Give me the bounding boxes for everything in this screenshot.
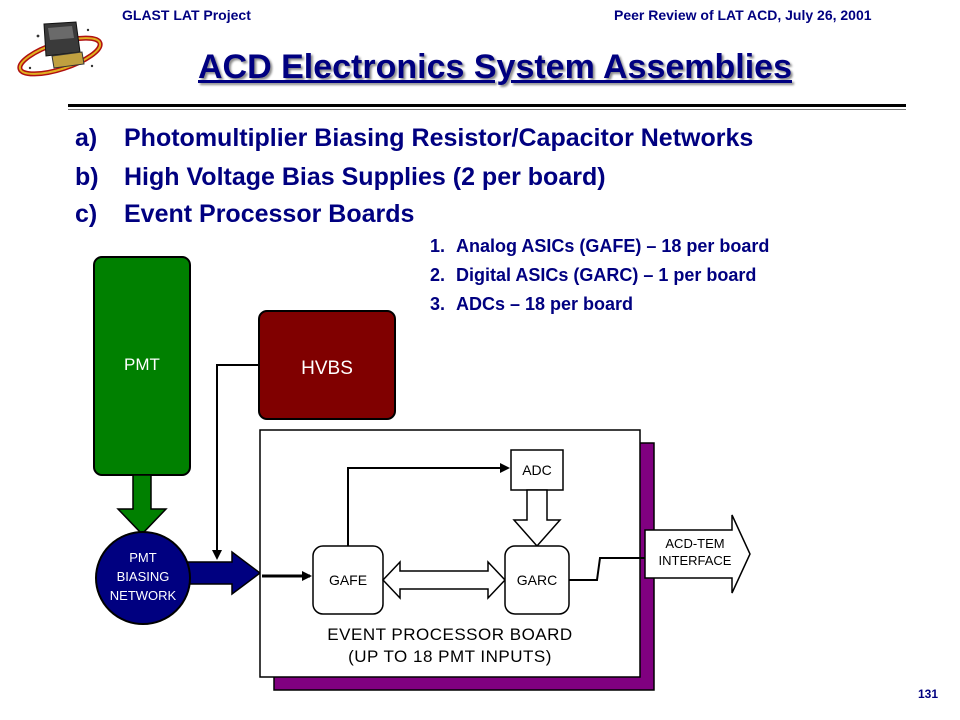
- page-number: 131: [918, 687, 939, 701]
- sub-item-text: Analog ASICs (GAFE) – 18 per board: [456, 236, 770, 256]
- sub-item-label: 1.: [430, 236, 446, 256]
- adc-label: ADC: [522, 462, 552, 478]
- list-item-text: High Voltage Bias Supplies (2 per board): [124, 163, 606, 191]
- sub-item-2: 2. Digital ASICs (GARC) – 1 per board: [430, 265, 756, 286]
- title-rule: [68, 104, 906, 107]
- biasing-board-arrow: [179, 550, 262, 596]
- list-item-c: c) Event Processor Boards: [75, 200, 414, 229]
- slide-title: ACD Electronics System Assemblies: [198, 48, 792, 86]
- pmt-label: PMT: [124, 355, 160, 374]
- interface-label-1: ACD-TEM: [665, 536, 724, 551]
- interface-arrow: [644, 514, 751, 594]
- sub-item-1: 1. Analog ASICs (GAFE) – 18 per board: [430, 236, 769, 257]
- list-item-label: a): [75, 124, 98, 152]
- biasing-label-3: NETWORK: [110, 588, 177, 603]
- adc-garc-arrow: [512, 489, 562, 548]
- biasing-label-1: PMT: [129, 550, 157, 565]
- sub-item-text: Digital ASICs (GARC) – 1 per board: [456, 265, 757, 285]
- board-label-1: EVENT PROCESSOR BOARD: [327, 625, 572, 644]
- list-item-text: Photomultiplier Biasing Resistor/Capacit…: [124, 124, 754, 152]
- gafe-label: GAFE: [329, 572, 367, 588]
- list-item-label: c): [75, 200, 98, 228]
- list-item-a: a) Photomultiplier Biasing Resistor/Capac…: [75, 124, 753, 153]
- header-review: Peer Review of LAT ACD, July 26, 2001: [614, 7, 872, 23]
- list-item-b: b) High Voltage Bias Supplies (2 per boar…: [75, 163, 606, 192]
- pmt-biasing-arrow: [116, 474, 168, 536]
- header-project: GLAST LAT Project: [122, 7, 251, 23]
- sub-item-label: 3.: [430, 294, 446, 314]
- list-item-text: Event Processor Boards: [124, 200, 415, 228]
- title-rule-thin: [68, 109, 906, 110]
- gafe-adc-line: [347, 463, 510, 546]
- garc-interface-line: [569, 557, 645, 581]
- sub-item-label: 2.: [430, 265, 446, 285]
- hvbs-label: HVBS: [301, 358, 353, 379]
- interface-label-2: INTERFACE: [659, 553, 732, 568]
- biasing-network-block: [95, 531, 191, 625]
- list-item-label: b): [75, 163, 99, 191]
- board-label-2: (UP TO 18 PMT INPUTS): [348, 647, 552, 666]
- sub-item-text: ADCs – 18 per board: [456, 294, 634, 314]
- hvbs-feed-line: [212, 364, 259, 560]
- adc-block: [510, 449, 564, 491]
- biasing-label-2: BIASING: [117, 569, 170, 584]
- sub-item-3: 3. ADCs – 18 per board: [430, 294, 633, 315]
- glast-satellite-logo: [17, 21, 103, 77]
- garc-label: GARC: [517, 572, 557, 588]
